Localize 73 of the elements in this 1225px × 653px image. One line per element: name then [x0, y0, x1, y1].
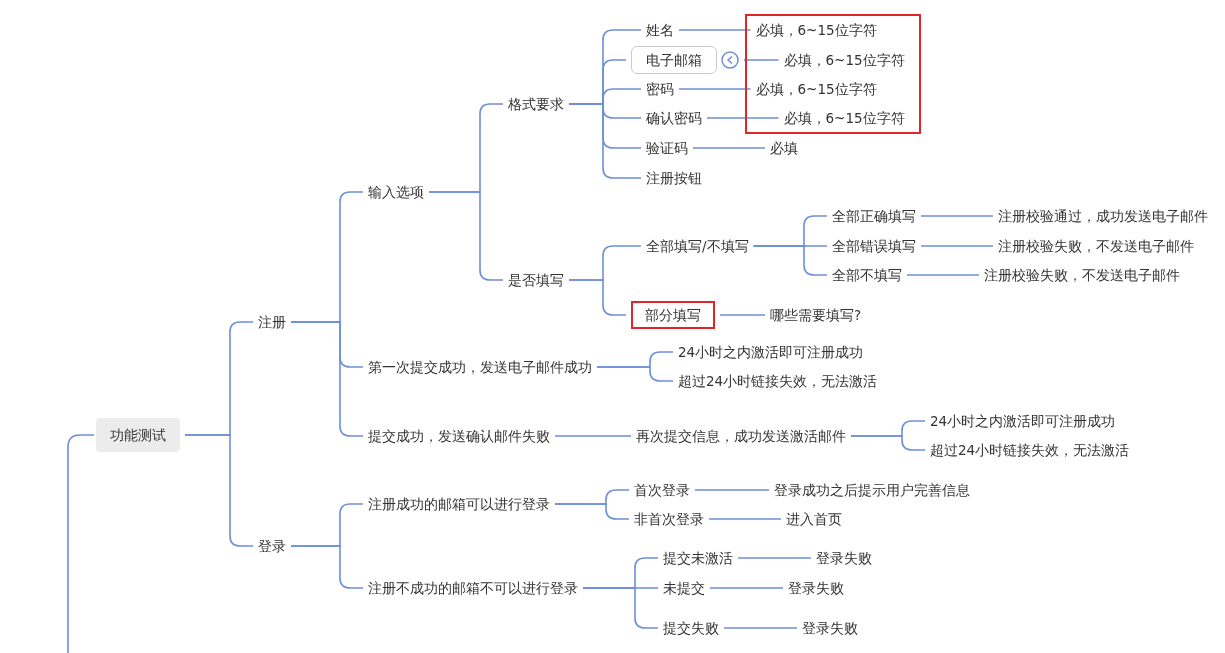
topic-label: 登录失败	[788, 579, 844, 597]
topic-label: 提交未激活	[663, 549, 733, 567]
connector-line	[290, 321, 364, 437]
connector-line	[706, 117, 780, 119]
connector-line	[920, 215, 994, 217]
topic-label: 全部错误填写	[832, 237, 916, 255]
connector-line	[743, 59, 780, 61]
connector-line	[692, 147, 766, 149]
connector-line	[568, 279, 627, 316]
connector-line	[737, 557, 812, 559]
topic-label: 必填，6~15位字符	[755, 79, 877, 98]
topic-label: 首次登录	[634, 481, 690, 499]
topic-label: 登录失败	[802, 619, 858, 637]
topic-label: 注册成功的邮箱可以进行登录	[368, 495, 550, 513]
connector-line	[708, 518, 782, 520]
topic-label: 注册	[258, 313, 286, 331]
topic-label: 第一次提交成功，发送电子邮件成功	[368, 358, 592, 376]
connector-line	[723, 627, 798, 629]
topic-label: 超过24小时链接失效，无法激活	[678, 372, 878, 390]
topic-label: 必填，6~15位字符	[783, 108, 905, 127]
connector-line	[719, 314, 766, 316]
connector-line	[752, 245, 828, 276]
topic-label: 输入选项	[368, 183, 424, 201]
topic-label: 全部填写/不填写	[646, 237, 749, 255]
topic-box: 部分填写	[631, 301, 715, 329]
topic-label: 提交成功，发送确认邮件失败	[368, 427, 550, 445]
topic-label: 进入首页	[786, 510, 842, 528]
connector-line	[554, 435, 632, 437]
connector-line	[906, 274, 980, 276]
topic-label: 验证码	[646, 139, 688, 157]
topic-label: 全部正确填写	[832, 207, 916, 225]
topic-label: 确认密码	[646, 109, 702, 127]
connector-line	[596, 366, 674, 382]
topic-label: 哪些需要填写?	[770, 306, 862, 324]
topic-label: 格式要求	[508, 95, 564, 113]
topic-label: 登录失败	[816, 549, 872, 567]
topic-label: 必填，6~15位字符	[783, 50, 905, 69]
connector-line	[709, 587, 784, 589]
connector-line	[290, 545, 364, 589]
topic-label: 姓名	[646, 21, 674, 39]
connector-line	[920, 245, 994, 247]
connector-line	[850, 435, 926, 451]
topic-label: 注册校验通过，成功发送电子邮件	[998, 207, 1208, 225]
topic-label: 全部不填写	[832, 266, 902, 284]
topic-box: 电子邮箱	[631, 46, 717, 74]
topic-label: 超过24小时链接失效，无法激活	[930, 441, 1130, 459]
topic-label: 未提交	[663, 579, 705, 597]
connector-line	[678, 29, 752, 31]
topic-box: 功能测试	[96, 418, 180, 452]
topic-label: 非首次登录	[634, 510, 704, 528]
connector-line	[678, 88, 752, 90]
connector-line	[184, 434, 254, 547]
highlight-frame	[745, 14, 921, 134]
connector-line	[554, 503, 630, 520]
topic-label: 提交失败	[663, 619, 719, 637]
topic-label: 24小时之内激活即可注册成功	[930, 412, 1116, 430]
topic-label: 密码	[646, 80, 674, 98]
topic-label: 注册校验失败，不发送电子邮件	[984, 266, 1180, 284]
connector-line	[582, 587, 659, 629]
topic-label: 登录	[258, 537, 286, 555]
topic-label: 注册校验失败，不发送电子邮件	[998, 237, 1194, 255]
connector-line	[67, 434, 95, 653]
topic-label: 必填，6~15位字符	[755, 20, 877, 39]
topic-label: 24小时之内激活即可注册成功	[678, 343, 864, 361]
topic-label: 注册按钮	[646, 169, 702, 187]
topic-label: 是否填写	[508, 271, 564, 289]
connector-line	[694, 489, 770, 491]
connector-line	[428, 191, 504, 281]
topic-label: 再次提交信息，成功发送激活邮件	[636, 427, 846, 445]
connector-line	[568, 103, 642, 179]
topic-label: 注册不成功的邮箱不可以进行登录	[368, 579, 578, 597]
topic-label: 登录成功之后提示用户完善信息	[774, 481, 970, 499]
topic-label: 必填	[770, 139, 798, 157]
